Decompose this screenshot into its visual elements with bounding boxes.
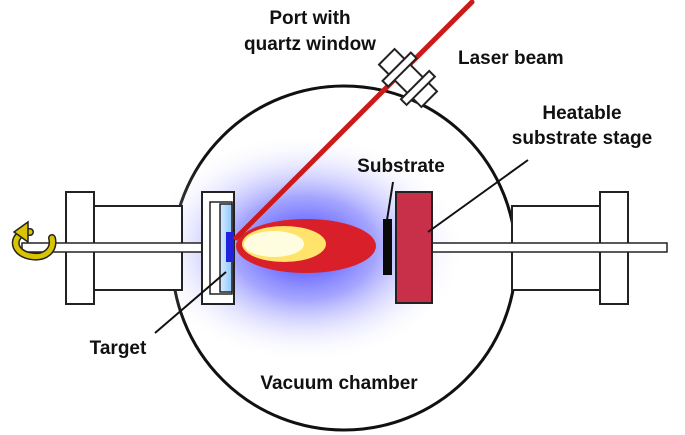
heatable-label-line2: substrate stage	[512, 128, 652, 149]
target-label: Target	[90, 338, 147, 359]
heatable-leader	[427, 159, 529, 233]
vacuum-chamber-label: Vacuum chamber	[260, 373, 418, 394]
heatable-stage	[395, 191, 433, 304]
port-label-line2: quartz window	[244, 34, 376, 55]
laser-beam	[233, 0, 475, 241]
substrate	[383, 219, 392, 275]
substrate-label: Substrate	[357, 156, 445, 177]
target-leader	[154, 271, 227, 334]
port-label-line1: Port with	[269, 8, 350, 29]
plume-core	[244, 231, 304, 257]
rotation-arrow-icon	[11, 220, 57, 261]
heatable-label-line1: Heatable	[542, 103, 621, 124]
quartz-window-port	[377, 47, 439, 109]
target-ablation-spot	[226, 232, 234, 262]
laser-beam-label: Laser beam	[458, 48, 564, 69]
shaft-right	[431, 242, 668, 253]
substrate-leader	[386, 181, 394, 221]
